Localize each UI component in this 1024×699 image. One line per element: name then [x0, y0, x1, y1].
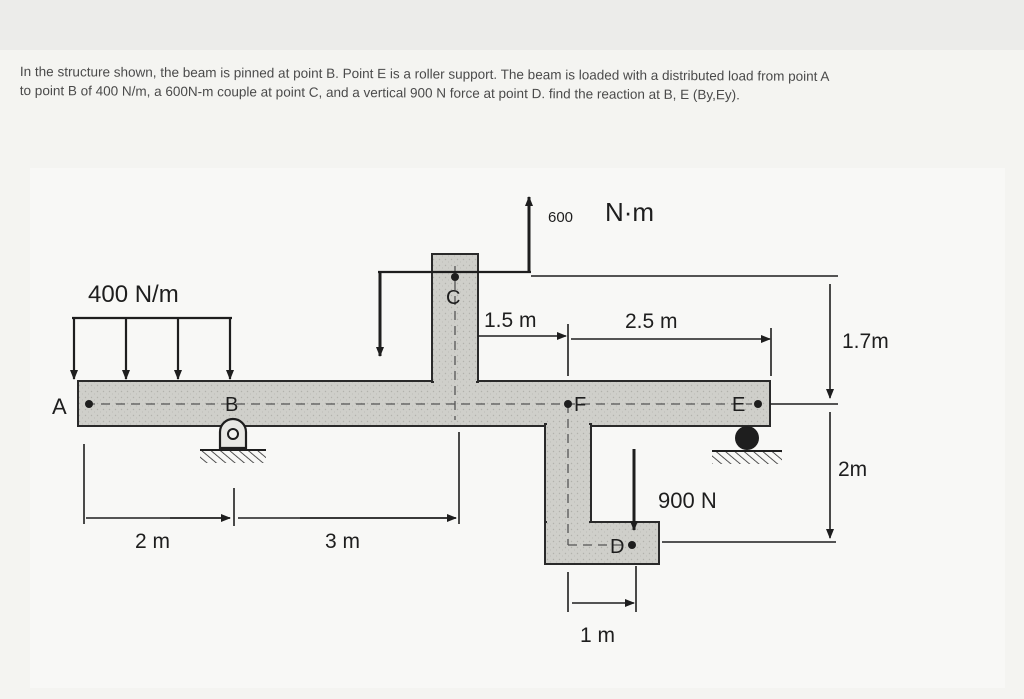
dim-fd-label: 1 m: [580, 624, 615, 647]
couple-value-label: 600: [548, 209, 573, 226]
top-band: [0, 0, 1024, 50]
distributed-load: [70, 316, 234, 380]
point-f-label: F: [574, 394, 586, 416]
dim-cf-label: 1.5 m: [484, 309, 537, 332]
figure-panel: [30, 168, 1005, 688]
dim-lower-height-label: 2m: [838, 458, 867, 481]
point-e-label: E: [732, 394, 745, 416]
point-b-label: B: [225, 394, 238, 416]
distributed-load-label: 400 N/m: [88, 281, 179, 308]
point-f-dot: [564, 400, 572, 408]
point-c-label: C: [446, 287, 460, 309]
centerlines: [86, 266, 752, 546]
couple-c: [376, 196, 533, 357]
dim-fe-label: 2.5 m: [625, 310, 678, 333]
roller-support-e: [712, 426, 782, 464]
couple-unit-label: N·m: [605, 197, 654, 227]
pin-support-b: [200, 417, 266, 463]
point-d-dot: [628, 541, 636, 549]
foot-d: [544, 521, 660, 565]
point-a-label: A: [52, 394, 67, 419]
dim-ab-label: 2 m: [135, 530, 170, 553]
point-c-dot: [451, 273, 459, 281]
point-e-dot: [754, 400, 762, 408]
dim-bc-label: 3 m: [325, 530, 360, 553]
dim-upper-height-label: 1.7m: [842, 330, 889, 353]
dimension-lines: [83, 275, 838, 612]
point-a-dot: [85, 400, 93, 408]
point-d-label: D: [610, 536, 624, 558]
force-900-label: 900 N: [658, 488, 717, 513]
